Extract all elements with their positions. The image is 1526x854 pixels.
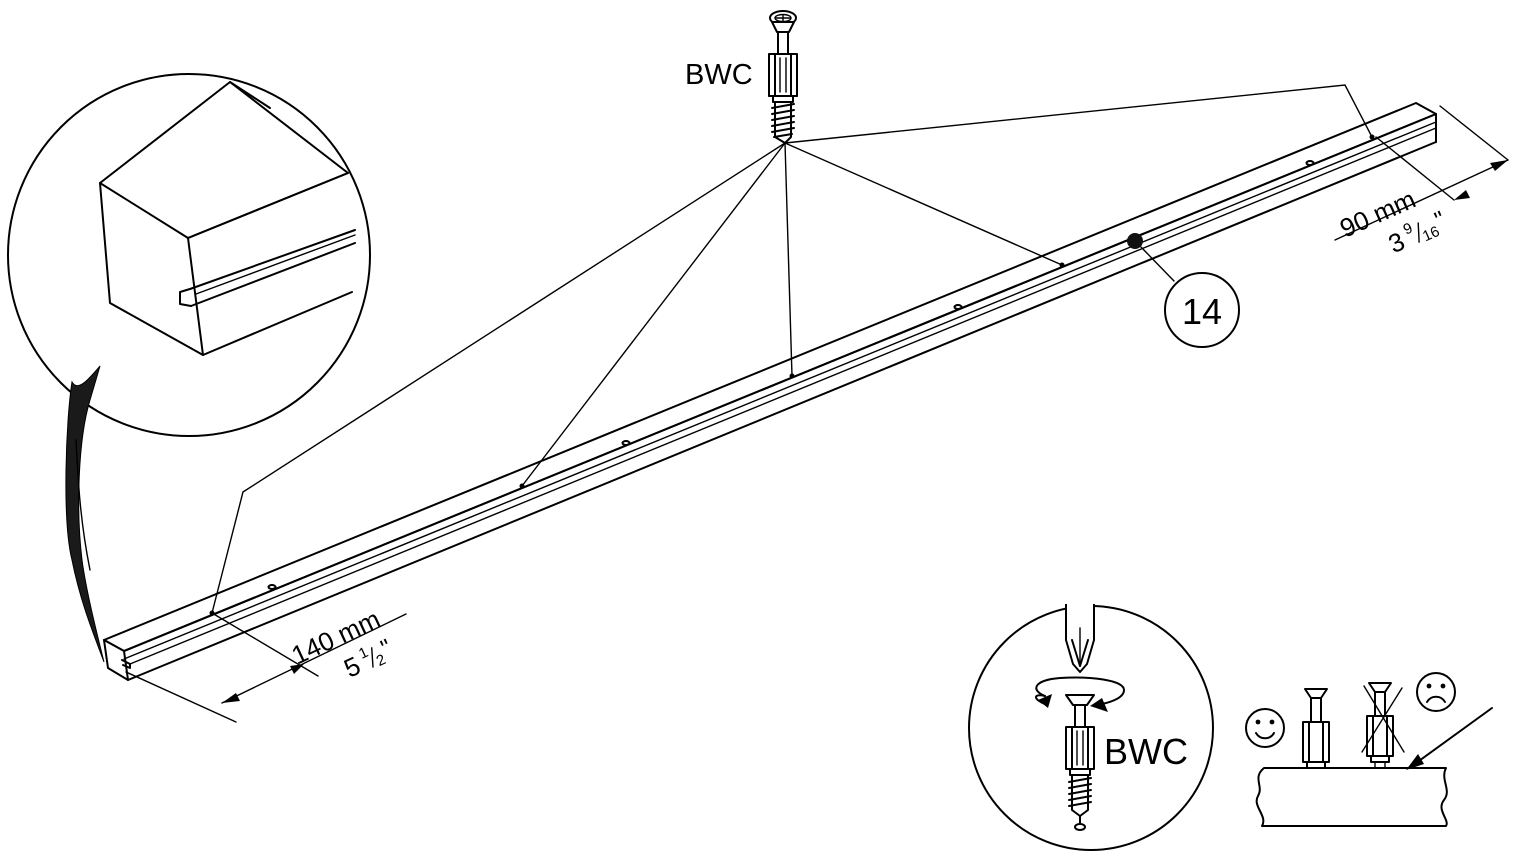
part-number-label: 14 <box>1182 291 1222 332</box>
bwc-fastener-top: BWC <box>685 10 798 144</box>
fastener-incorrect <box>1361 682 1405 769</box>
rotate-arrow-icon <box>1035 676 1125 712</box>
bwc-label-detail: BWC <box>1104 731 1188 772</box>
part-number-callout: 14 <box>1127 233 1240 348</box>
frowning-face-icon <box>1416 672 1456 712</box>
cross-mark <box>1361 687 1403 753</box>
cross-mark <box>1363 685 1405 753</box>
bwc-label-top: BWC <box>685 59 753 91</box>
dimension-right-inch-num: 9 <box>1401 220 1416 239</box>
fastener-correct <box>1302 688 1330 769</box>
dimension-right-inch-den: 16 <box>1420 223 1442 245</box>
part-marker-dot <box>1127 233 1143 249</box>
hole <box>953 304 963 310</box>
screwdriver-icon <box>1065 604 1095 673</box>
leader-lines <box>211 84 1373 614</box>
hole <box>1305 160 1315 166</box>
hole <box>267 584 277 590</box>
dimension-left-inch-num: 1 <box>356 644 371 663</box>
dimension-left-mm: 140 mm <box>287 604 385 671</box>
groove-detail-zoom <box>7 73 371 437</box>
bwc-fastener-detail <box>1065 694 1095 831</box>
correct-incorrect-example <box>1245 672 1493 827</box>
smiley-face-icon <box>1245 708 1285 748</box>
install-detail: BWC <box>968 604 1214 851</box>
hole <box>621 440 631 446</box>
zoom-pointer <box>65 365 105 663</box>
